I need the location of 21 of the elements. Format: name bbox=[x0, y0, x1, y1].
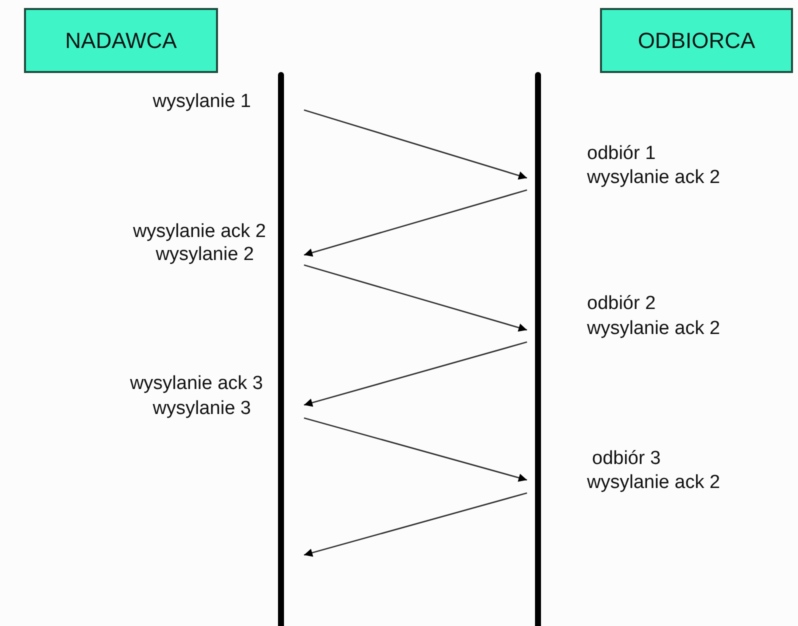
arrow bbox=[304, 189, 528, 257]
arrow bbox=[304, 341, 528, 407]
event-label: odbiór 1 bbox=[587, 143, 656, 165]
event-label: wysylanie ack 2 bbox=[587, 472, 720, 494]
event-label: odbiór 3 bbox=[592, 448, 661, 470]
event-label: wysylanie ack 3 bbox=[130, 373, 263, 395]
event-label: odbiór 2 bbox=[587, 293, 656, 315]
event-label: wysylanie ack 2 bbox=[587, 318, 720, 340]
lifeline bbox=[535, 72, 541, 626]
event-label: wysylanie ack 2 bbox=[132, 221, 266, 243]
participant-box: ODBIORCA bbox=[600, 8, 793, 73]
event-label: wysylanie 1 bbox=[152, 91, 251, 113]
event-label: wysylanie ack 2 bbox=[587, 167, 720, 189]
lifeline bbox=[278, 72, 284, 626]
event-label: wysylanie 3 bbox=[152, 398, 251, 420]
arrow bbox=[304, 492, 528, 557]
participant-box: NADAWCA bbox=[24, 8, 218, 73]
event-label: wysylanie 2 bbox=[156, 244, 254, 266]
arrow bbox=[304, 109, 528, 180]
arrow bbox=[304, 264, 528, 332]
arrow bbox=[304, 417, 528, 482]
